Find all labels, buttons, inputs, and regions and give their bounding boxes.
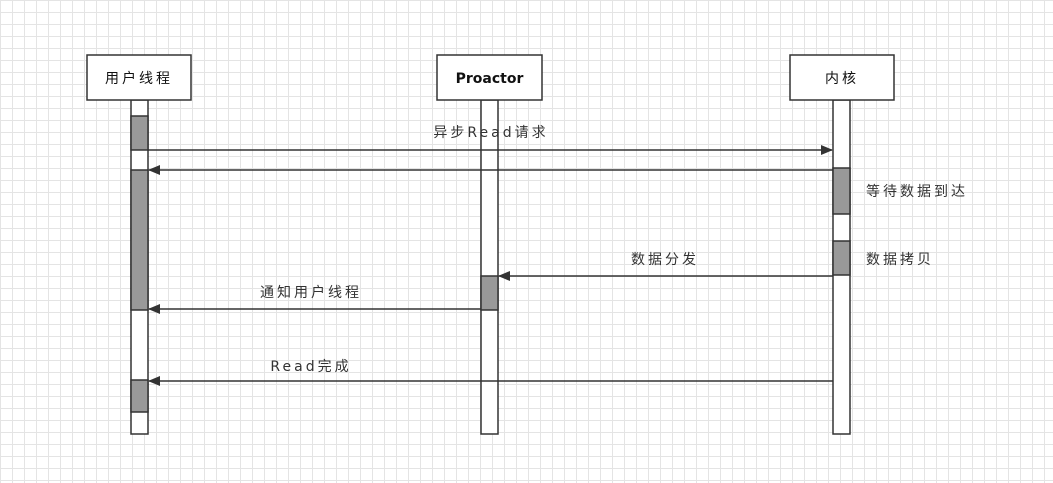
read-complete-label: Read完成 [270,359,351,375]
notify-user-thread-label: 通知用户线程 [260,284,362,301]
participant-user-thread: 用户线程 [86,54,192,101]
kernel-activation-1 [832,167,851,215]
async-read-request-label: 异步Read请求 [433,125,548,141]
user-thread-activation-3 [130,379,149,413]
participant-user-thread-label: 用户线程 [105,70,173,87]
data-dispatch-label: 数据分发 [631,252,699,268]
wait-for-data-note: 等待数据到达 [866,183,968,200]
data-copy-note: 数据拷贝 [866,252,934,268]
participant-kernel-label: 内核 [825,71,859,87]
kernel-activation-2 [832,240,851,276]
participant-proactor-label: Proactor [456,71,524,87]
user-thread-activation-1 [130,115,149,151]
participant-kernel: 内核 [789,54,895,101]
participant-proactor: Proactor [436,54,543,101]
proactor-activation [480,275,499,311]
user-thread-activation-2 [130,169,149,311]
